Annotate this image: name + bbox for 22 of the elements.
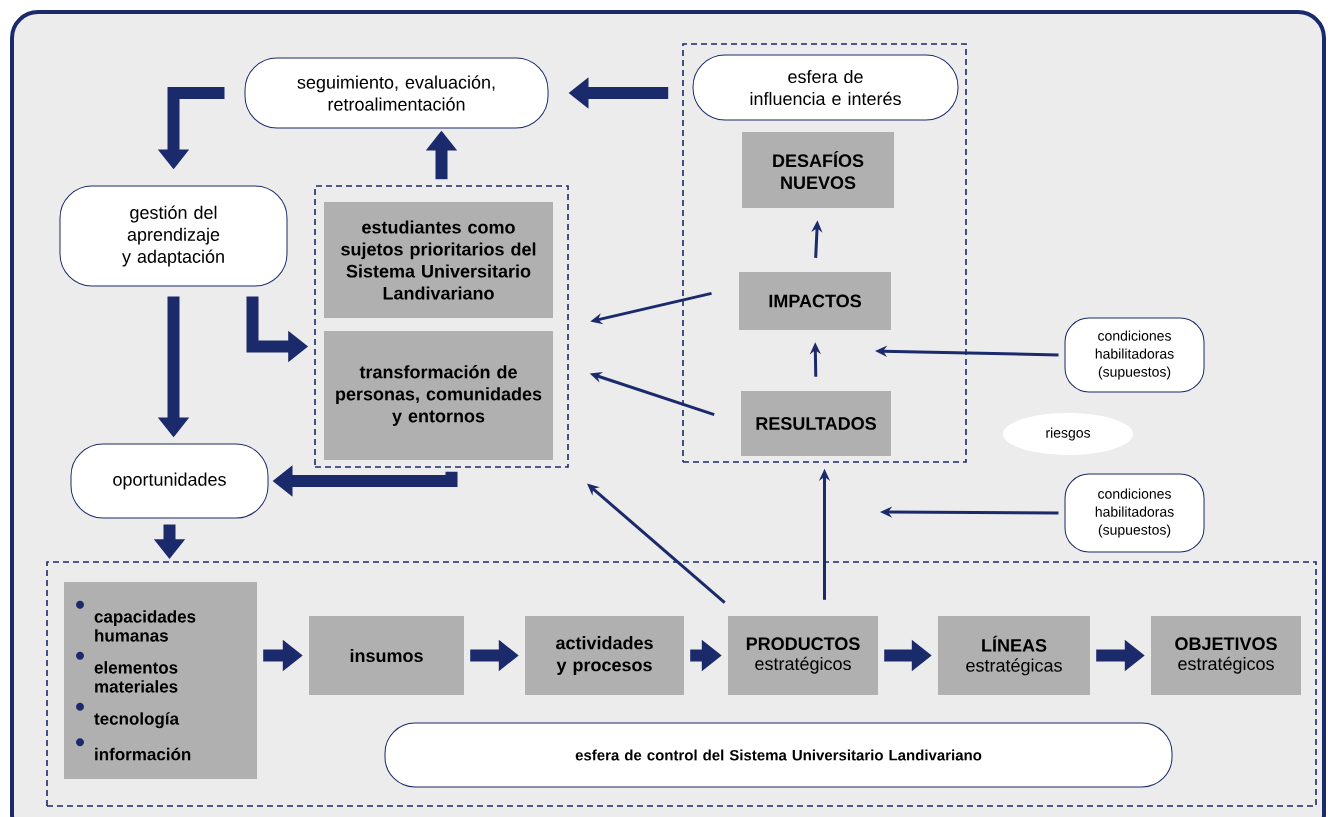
process-box: insumos [309,616,464,695]
process-box: OBJETIVOS estratégicos [1151,616,1301,695]
rounded-box: condiciones habilitadoras (supuestos) [1064,317,1205,393]
process-box: DESAFÍOS NUEVOS [742,132,894,208]
process-box: PRODUCTOS estratégicos [728,616,878,695]
process-box: actividades y procesos [525,616,684,695]
process-box: estudiantes como sujetos prioritarios del Sistema Universitario Landivariano [324,202,553,318]
process-box: IMPACTOS [739,272,891,330]
oval: riesgos [1003,413,1133,455]
process-box: LÍNEAS estratégicas [938,616,1090,695]
bullet-list-box: capacidades humanas elementos materiales tecnología información [64,582,257,779]
process-box: transformación de personas, comunidades y entornos [324,331,553,460]
rounded-box: esfera de influencia e interés [692,54,959,121]
rounded-box: oportunidades [70,443,269,519]
dashed-frame [682,43,967,463]
rounded-box: gestión del aprendizaje y adaptación [59,185,288,287]
dashed-frame [46,561,1317,807]
dashed-frame [314,185,569,468]
rounded-box: esfera de control del Sistema Universitario Landivariano [384,722,1173,788]
process-box: RESULTADOS [741,391,891,456]
rounded-box: seguimiento, evaluación, retroalimentación [244,57,549,129]
rounded-box: condiciones habilitadoras (supuestos) [1064,473,1205,553]
